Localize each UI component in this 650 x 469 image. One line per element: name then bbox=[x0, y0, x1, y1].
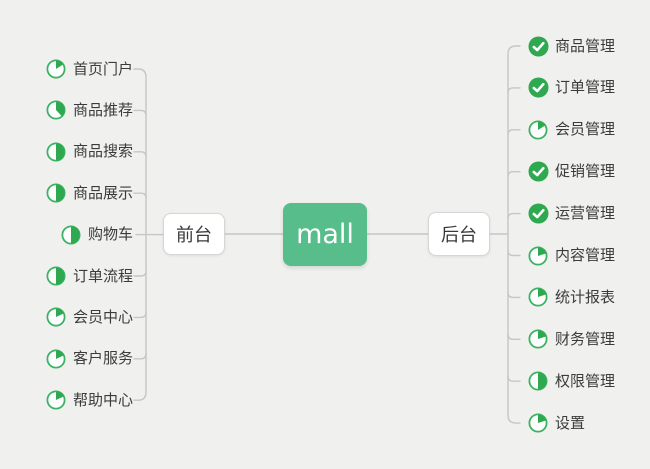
mindmap-item[interactable]: 内容管理 bbox=[527, 243, 615, 269]
progress-pie-icon[interactable] bbox=[45, 99, 67, 121]
progress-pie-icon[interactable] bbox=[527, 412, 549, 434]
branch-node-label: 前台 bbox=[176, 225, 212, 246]
branch-node-frontend[interactable]: 前台 bbox=[163, 213, 225, 255]
mindmap-item[interactable]: 商品搜索 bbox=[45, 139, 133, 165]
check-done-icon[interactable] bbox=[527, 161, 549, 183]
progress-pie-icon[interactable] bbox=[527, 370, 549, 392]
progress-pie-icon[interactable] bbox=[45, 182, 67, 204]
mindmap-item[interactable]: 会员管理 bbox=[527, 117, 615, 143]
mindmap-item[interactable]: 促销管理 bbox=[527, 159, 615, 185]
mindmap-item[interactable]: 商品推荐 bbox=[45, 97, 133, 123]
mindmap-item[interactable]: 订单流程 bbox=[45, 263, 133, 289]
progress-pie-icon[interactable] bbox=[527, 119, 549, 141]
progress-pie-icon[interactable] bbox=[45, 58, 67, 80]
progress-pie-icon[interactable] bbox=[45, 141, 67, 163]
progress-pie-icon[interactable] bbox=[527, 328, 549, 350]
mindmap-item[interactable]: 会员中心 bbox=[45, 304, 133, 330]
progress-pie-icon[interactable] bbox=[527, 286, 549, 308]
mindmap-item[interactable]: 首页门户 bbox=[45, 56, 133, 82]
mindmap-item[interactable]: 购物车 bbox=[60, 222, 133, 248]
progress-pie-icon[interactable] bbox=[45, 265, 67, 287]
branch-node-backend[interactable]: 后台 bbox=[428, 212, 490, 256]
progress-pie-icon[interactable] bbox=[45, 348, 67, 370]
mindmap-item[interactable]: 设置 bbox=[527, 410, 585, 436]
check-done-icon[interactable] bbox=[527, 35, 549, 57]
mindmap-item[interactable]: 帮助中心 bbox=[45, 387, 133, 413]
mindmap-item[interactable]: 财务管理 bbox=[527, 326, 615, 352]
mindmap-item[interactable]: 订单管理 bbox=[527, 75, 615, 101]
progress-pie-icon[interactable] bbox=[527, 245, 549, 267]
progress-pie-icon[interactable] bbox=[60, 224, 82, 246]
mindmap-item[interactable]: 商品展示 bbox=[45, 180, 133, 206]
check-done-icon[interactable] bbox=[527, 203, 549, 225]
progress-pie-icon[interactable] bbox=[45, 389, 67, 411]
mindmap-item[interactable]: 权限管理 bbox=[527, 368, 615, 394]
branch-node-label: 后台 bbox=[441, 225, 477, 246]
mindmap-item[interactable]: 客户服务 bbox=[45, 346, 133, 372]
progress-pie-icon[interactable] bbox=[45, 306, 67, 328]
mindmap-item[interactable]: 运营管理 bbox=[527, 201, 615, 227]
root-node-label: mall bbox=[296, 219, 354, 250]
check-done-icon[interactable] bbox=[527, 77, 549, 99]
mindmap-item[interactable]: 统计报表 bbox=[527, 284, 615, 310]
mindmap-item[interactable]: 商品管理 bbox=[527, 33, 615, 59]
root-node-mall[interactable]: mall bbox=[283, 203, 367, 266]
